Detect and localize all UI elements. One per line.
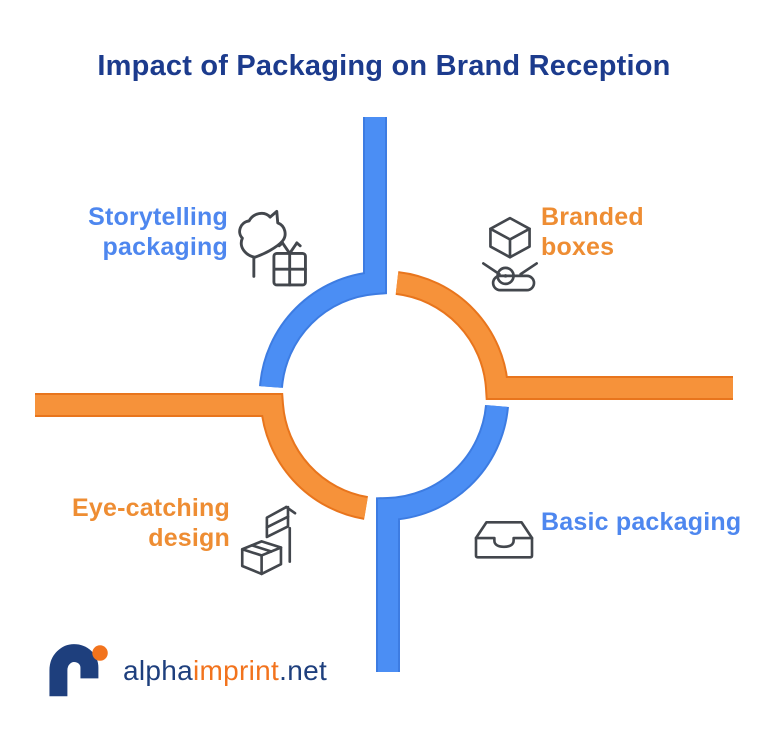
flow-arm-top-right [395, 273, 733, 398]
basic-packaging-label: Basic packaging [541, 508, 742, 536]
brand-part-alpha: alpha [123, 655, 194, 686]
inbox-tray-icon [474, 520, 534, 559]
speech-bubble-and-gift-icon [238, 209, 307, 287]
brand-n-mark-icon [49, 644, 108, 697]
footer-logo: alphaimprint.net [47, 640, 327, 702]
flow-arm-bottom-left [35, 395, 368, 518]
brand-part-imprint: imprint [193, 655, 280, 686]
box-with-banner-icon [240, 505, 297, 576]
flow-arm-top-left [261, 117, 385, 388]
flow-arm-bottom-right [378, 404, 507, 672]
eye-catching-design-label: Eye-catching design [71, 494, 230, 552]
page-title: Impact of Packaging on Brand Reception [97, 50, 671, 82]
brand-part-net: .net [279, 655, 328, 686]
cube-projector-icon [482, 216, 538, 292]
storytelling-packaging-label: Storytelling packaging [88, 203, 228, 261]
branded-boxes-label: Branded boxes [541, 203, 644, 261]
brand-wordmark: alphaimprint.net [123, 655, 327, 687]
